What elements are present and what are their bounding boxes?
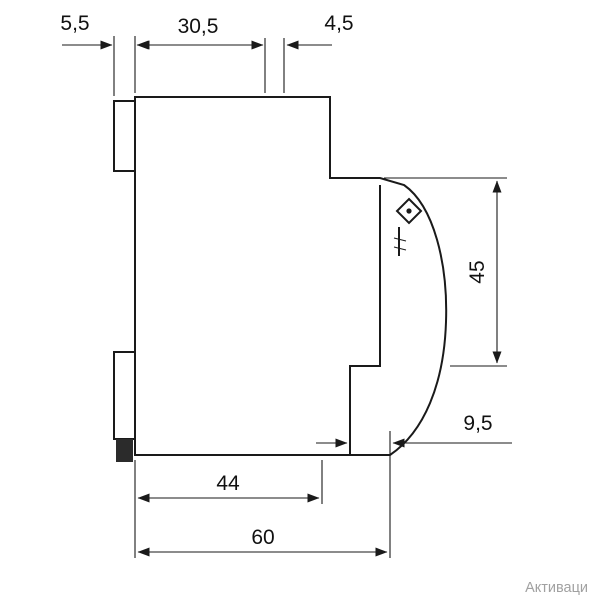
din-clip-foot [116,439,133,462]
terminal-clamp-tick-1 [393,237,407,242]
terminal-screw-center [406,208,412,214]
dim-label-top-left: 5,5 [60,12,89,35]
breaker-outline [113,96,448,462]
breaker-main-contour [134,96,448,456]
front-rib [113,351,135,440]
dim-label-top-right: 4,5 [324,12,353,35]
dim-label-right-height: 45 [466,260,489,283]
terminal-clamp-tick-2 [393,246,407,251]
terminal-screw-icon [395,197,423,225]
dim-label-bottom-total: 60 [251,526,274,549]
watermark: Активаци [525,580,588,596]
dimension-annotations: 5,5 30,5 4,5 45 9,5 44 60 [60,12,512,558]
terminal-inner-wall [349,185,381,455]
dim-label-bottom-inner: 44 [216,472,240,495]
front-lip [113,100,135,172]
dim-label-rear-depth: 9,5 [463,412,492,435]
dim-label-top-main: 30,5 [178,15,219,38]
